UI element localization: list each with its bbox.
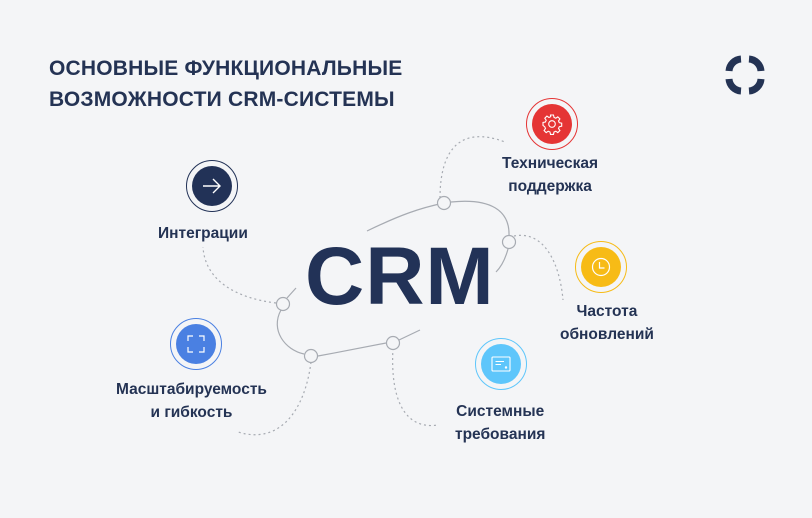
requirements-label: Системные требования	[455, 403, 546, 443]
clock-icon	[591, 257, 611, 277]
page-title: ОСНОВНЫЕ ФУНКЦИОНАЛЬНЫЕ ВОЗМОЖНОСТИ CRM-…	[49, 53, 402, 115]
gear-icon	[542, 114, 563, 135]
integrations-node	[186, 160, 238, 212]
certificate-icon	[491, 356, 511, 372]
scalability-node	[170, 318, 222, 370]
support-label: Техническая поддержка	[502, 155, 599, 195]
requirements-node	[475, 338, 527, 390]
arrow-right-icon	[203, 178, 221, 194]
title-line-1: ОСНОВНЫЕ ФУНКЦИОНАЛЬНЫЕ	[49, 57, 403, 80]
crm-center-label: CRM	[305, 231, 495, 322]
updates-node	[575, 241, 627, 293]
support-node	[526, 98, 578, 150]
brand-logo-icon	[725, 55, 765, 95]
updates-label: Частота обновлений	[560, 303, 654, 343]
scalability-label: Масштабируемость и гибкость	[116, 381, 267, 421]
integrations-label: Интеграции	[158, 225, 248, 242]
frame-corners-icon	[187, 335, 205, 353]
title-line-2: ВОЗМОЖНОСТИ CRM-СИСТЕМЫ	[49, 88, 395, 111]
